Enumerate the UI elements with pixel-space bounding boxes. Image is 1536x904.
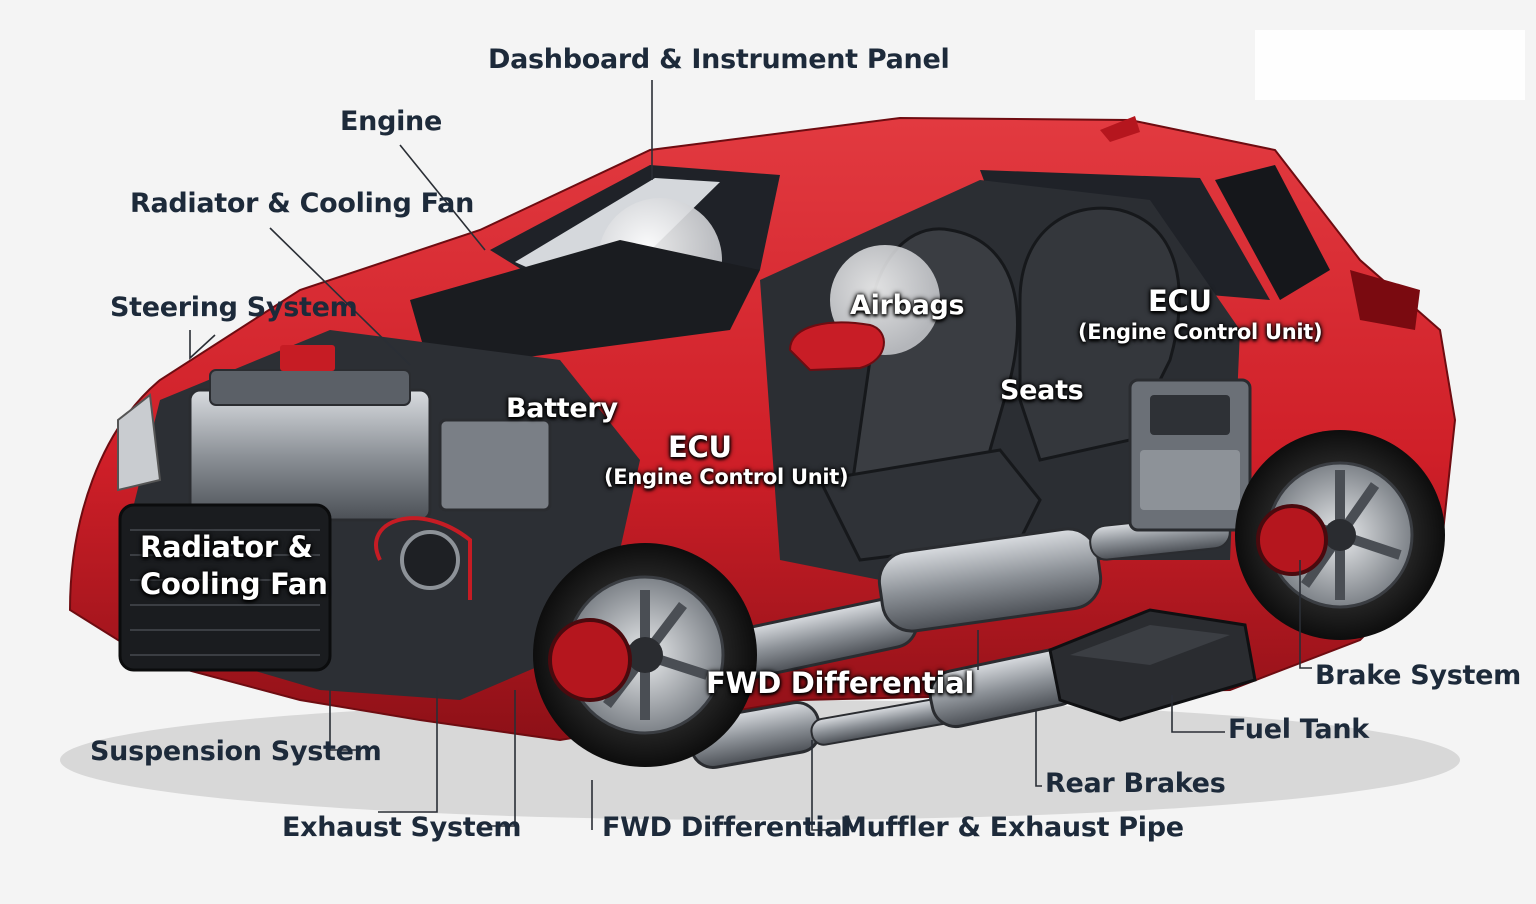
corner-watermark <box>1255 30 1525 100</box>
label-ecu-front-title: ECU <box>668 430 732 464</box>
label-radiator-front-line2: Cooling Fan <box>140 567 328 601</box>
headlight <box>117 393 162 492</box>
label-brake-system: Brake System <box>1315 660 1521 691</box>
radiator-grille <box>118 503 332 672</box>
label-dashboard: Dashboard & Instrument Panel <box>488 44 950 75</box>
tail-light <box>1350 270 1420 330</box>
label-suspension: Suspension System <box>90 736 382 767</box>
label-fwd-diff-body: FWD Differential <box>706 666 975 700</box>
fuel-tank-top <box>1070 625 1230 665</box>
rear-mechanism <box>1128 378 1252 532</box>
label-ecu-front-sub: (Engine Control Unit) <box>604 465 849 489</box>
label-fwd-diff-bottom: FWD Differential <box>602 812 852 843</box>
label-fuel-tank: Fuel Tank <box>1228 714 1369 745</box>
side-mirror <box>788 321 885 372</box>
front-wheel <box>533 543 757 767</box>
label-muffler: Muffler & Exhaust Pipe <box>840 812 1184 843</box>
grille-lines <box>130 529 320 656</box>
label-ecu-rear-sub: (Engine Control Unit) <box>1078 320 1323 344</box>
engine-block <box>188 345 552 600</box>
seat-base <box>817 448 1042 562</box>
label-seats: Seats <box>1000 375 1084 406</box>
roof-spoiler <box>1100 116 1140 142</box>
label-exhaust: Exhaust System <box>282 812 522 843</box>
rear-window <box>1215 165 1330 300</box>
rear-brake-disc <box>1256 504 1328 576</box>
label-battery: Battery <box>506 393 618 424</box>
label-radiator-front-line1: Radiator & <box>140 530 313 564</box>
dashboard <box>410 240 760 370</box>
label-rear-brakes: Rear Brakes <box>1045 768 1226 799</box>
front-brake-disc <box>548 618 632 702</box>
label-steering: Steering System <box>110 292 358 323</box>
label-radiator-top: Radiator & Cooling Fan <box>130 188 475 219</box>
rear-wheel <box>1235 430 1445 640</box>
muffler-exhaust <box>688 647 1082 769</box>
label-ecu-rear-title: ECU <box>1148 284 1212 318</box>
leader-lines <box>189 80 1312 831</box>
label-engine: Engine <box>340 106 442 137</box>
label-airbags: Airbags <box>850 290 965 321</box>
